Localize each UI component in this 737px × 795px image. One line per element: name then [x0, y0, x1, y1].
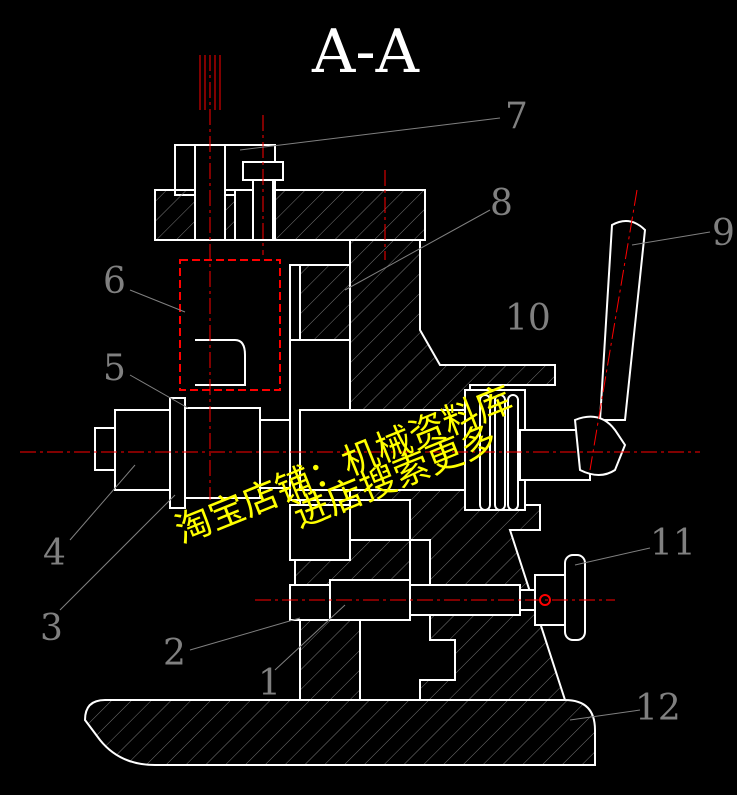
- callout-8: 8: [490, 183, 513, 224]
- thread-marks: [199, 55, 221, 110]
- callout-9: 9: [712, 213, 735, 254]
- callout-12: 12: [635, 688, 681, 729]
- callout-7: 7: [505, 96, 528, 137]
- callout-5: 5: [103, 348, 126, 389]
- callout-2: 2: [163, 633, 186, 674]
- leader-lines: [59, 117, 711, 721]
- svg-text:A-A: A-A: [311, 17, 420, 87]
- callout-6: 6: [103, 261, 126, 302]
- base-plate: [83, 699, 596, 766]
- callout-11: 11: [650, 523, 696, 564]
- callout-10: 10: [505, 298, 551, 339]
- section-title: A-A: [311, 17, 420, 87]
- callouts: 7 8 9 10 6 5 4 3 2 1 11 12: [40, 96, 735, 729]
- lever-handle: [573, 220, 647, 476]
- center-lines: [20, 55, 700, 601]
- callout-3: 3: [40, 608, 63, 649]
- callout-4: 4: [43, 533, 66, 574]
- callout-1: 1: [258, 663, 281, 704]
